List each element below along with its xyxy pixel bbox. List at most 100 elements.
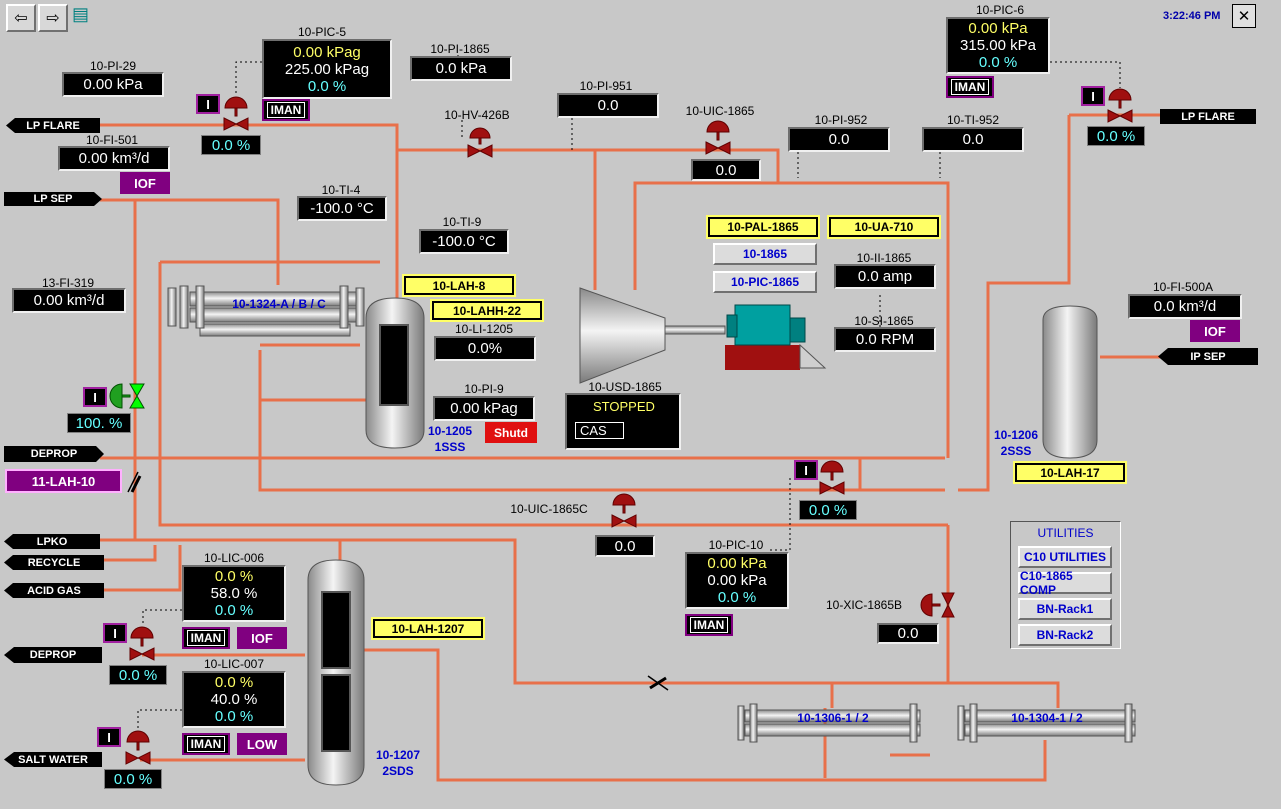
stream-lp-flare-left[interactable]: LP FLARE <box>6 118 100 133</box>
pi9-shutdown-indicator[interactable]: Shutd <box>485 422 537 443</box>
stream-lpko[interactable]: LPKO <box>4 534 100 549</box>
forward-arrow-icon[interactable]: ⇨ <box>38 4 68 32</box>
exchanger-1304-graphic <box>957 703 1136 743</box>
lic006-tag: 10-LIC-006 <box>203 551 265 565</box>
pic10-pv: 0.00 kPa <box>707 555 767 572</box>
lic007-faceplate[interactable]: 0.0 % 40.0 % 0.0 % <box>182 671 286 728</box>
pi952-tag: 10-PI-952 <box>814 113 868 127</box>
fi501-value[interactable]: 0.00 km³/d <box>58 146 170 171</box>
c10-1865-comp-button[interactable]: C10-1865 COMP <box>1018 569 1112 597</box>
lah1207-alarm[interactable]: 10-LAH-1207 <box>373 619 483 638</box>
pal1865-alarm[interactable]: 10-PAL-1865 <box>708 217 818 237</box>
pic5-out: 0.0 % <box>307 77 347 95</box>
pic10-out: 0.0 % <box>717 589 757 606</box>
ii1865-value[interactable]: 0.0 amp <box>834 264 936 289</box>
xic1865b-value[interactable]: 0.0 <box>877 623 939 644</box>
left-valve-i-button[interactable]: I <box>83 387 107 407</box>
li1205-value[interactable]: 0.0% <box>434 336 536 361</box>
pi952-value[interactable]: 0.0 <box>788 127 890 152</box>
lic007-mode2[interactable]: LOW <box>237 733 287 755</box>
exchanger-1306-label[interactable]: 10-1306-1 / 2 <box>797 711 869 725</box>
lic007-pv: 0.0 % <box>214 674 254 691</box>
ti952-value[interactable]: 0.0 <box>922 127 1024 152</box>
lah8-alarm[interactable]: 10-LAH-8 <box>404 276 514 295</box>
li1205-tag: 10-LI-1205 <box>454 322 514 336</box>
pic6-faceplate[interactable]: 0.00 kPa 315.00 kPa 0.0 % <box>946 17 1050 74</box>
ti9-value[interactable]: -100.0 °C <box>419 229 509 254</box>
stream-recycle[interactable]: RECYCLE <box>4 555 104 570</box>
pic6-i-button[interactable]: I <box>1081 86 1105 106</box>
pi29-value[interactable]: 0.00 kPa <box>62 72 164 97</box>
pi1865-value[interactable]: 0.0 kPa <box>410 56 512 81</box>
c10-utilities-button[interactable]: C10 UTILITIES <box>1018 546 1112 568</box>
stream-acid-gas[interactable]: ACID GAS <box>4 583 104 598</box>
fi501-mode[interactable]: IOF <box>120 172 170 194</box>
lic006-i-button[interactable]: I <box>103 623 127 643</box>
stream-deprop-top[interactable]: DEPROP <box>4 446 104 462</box>
btn-10-pic-1865[interactable]: 10-PIC-1865 <box>713 271 817 293</box>
usd1865-faceplate[interactable]: STOPPED CAS <box>565 393 681 450</box>
lic007-out: 0.0 % <box>214 708 254 725</box>
stream-deprop-bottom[interactable]: DEPROP <box>4 647 102 663</box>
stream-lp-sep[interactable]: LP SEP <box>4 192 102 206</box>
xic1865b-tag: 10-XIC-1865B <box>825 598 903 612</box>
lic006-faceplate[interactable]: 0.0 % 58.0 % 0.0 % <box>182 565 286 622</box>
notepad-icon[interactable]: ▤ <box>72 4 90 24</box>
lahh22-alarm[interactable]: 10-LAHH-22 <box>432 301 542 320</box>
lic007-mode[interactable]: IMAN <box>182 733 230 755</box>
pic10-tag: 10-PIC-10 <box>708 538 764 552</box>
fi319-value[interactable]: 0.00 km³/d <box>12 288 126 313</box>
ti4-tag: 10-TI-4 <box>321 183 361 197</box>
lic006-mode2[interactable]: IOF <box>237 627 287 649</box>
vessel-1206-graphic <box>1042 305 1098 459</box>
bn-rack2-button[interactable]: BN-Rack2 <box>1018 624 1112 646</box>
pic10-faceplate[interactable]: 0.00 kPa 0.00 kPa 0.0 % <box>685 552 789 609</box>
lic007-i-button[interactable]: I <box>97 727 121 747</box>
pic5-i-button[interactable]: I <box>196 94 220 114</box>
uic1865c-value[interactable]: 0.0 <box>595 535 655 557</box>
pic6-valve-output: 0.0 % <box>1087 126 1145 146</box>
ii1865-tag: 10-II-1865 <box>856 251 912 265</box>
btn-10-1865[interactable]: 10-1865 <box>713 243 817 265</box>
back-arrow-icon[interactable]: ⇦ <box>6 4 36 32</box>
close-button[interactable]: ✕ <box>1232 4 1256 28</box>
stream-lp-flare-right[interactable]: LP FLARE <box>1160 109 1256 124</box>
fi500a-mode[interactable]: IOF <box>1190 320 1240 342</box>
stream-salt-water[interactable]: SALT WATER <box>4 752 102 767</box>
exchanger-1324-label[interactable]: 10-1324-A / B / C <box>232 297 326 311</box>
pic10-mode[interactable]: IMAN <box>685 614 733 636</box>
ua710-alarm[interactable]: 10-UA-710 <box>829 217 939 237</box>
bn-rack1-button[interactable]: BN-Rack1 <box>1018 598 1112 620</box>
lic007-valve-output: 0.0 % <box>104 769 162 789</box>
pi951-value[interactable]: 0.0 <box>557 93 659 118</box>
utilities-title: UTILITIES <box>1037 526 1094 540</box>
mid-valve-i-button[interactable]: I <box>794 460 818 480</box>
vessel-1207-graphic <box>307 559 365 786</box>
pi9-value[interactable]: 0.00 kPag <box>433 396 535 421</box>
si1865-tag: 10-SI-1865 <box>854 314 914 328</box>
uic1865-value[interactable]: 0.0 <box>691 159 761 181</box>
stream-ip-sep[interactable]: IP SEP <box>1158 348 1258 365</box>
lah17-alarm[interactable]: 10-LAH-17 <box>1015 463 1125 482</box>
control-valves <box>125 88 1133 765</box>
ti4-value[interactable]: -100.0 °C <box>297 196 387 221</box>
pic5-faceplate[interactable]: 0.00 kPag 225.00 kPag 0.0 % <box>262 39 392 99</box>
fi319-tag: 13-FI-319 <box>41 276 95 290</box>
exchanger-1304-label[interactable]: 10-1304-1 / 2 <box>1011 711 1083 725</box>
lah10-alarm[interactable]: 11-LAH-10 <box>5 469 122 493</box>
usd1865-mode[interactable]: CAS <box>575 422 624 439</box>
fi500a-value[interactable]: 0.0 km³/d <box>1128 294 1242 319</box>
pi951-tag: 10-PI-951 <box>579 79 633 93</box>
si1865-value[interactable]: 0.0 RPM <box>834 327 936 352</box>
green-valve <box>109 383 145 409</box>
pi29-tag: 10-PI-29 <box>89 59 137 73</box>
pic5-mode[interactable]: IMAN <box>262 99 310 121</box>
usd1865-tag: 10-USD-1865 <box>588 380 662 394</box>
pic6-mode[interactable]: IMAN <box>946 76 994 98</box>
lic006-mode[interactable]: IMAN <box>182 627 230 649</box>
uic1865-tag: 10-UIC-1865 <box>685 104 755 118</box>
